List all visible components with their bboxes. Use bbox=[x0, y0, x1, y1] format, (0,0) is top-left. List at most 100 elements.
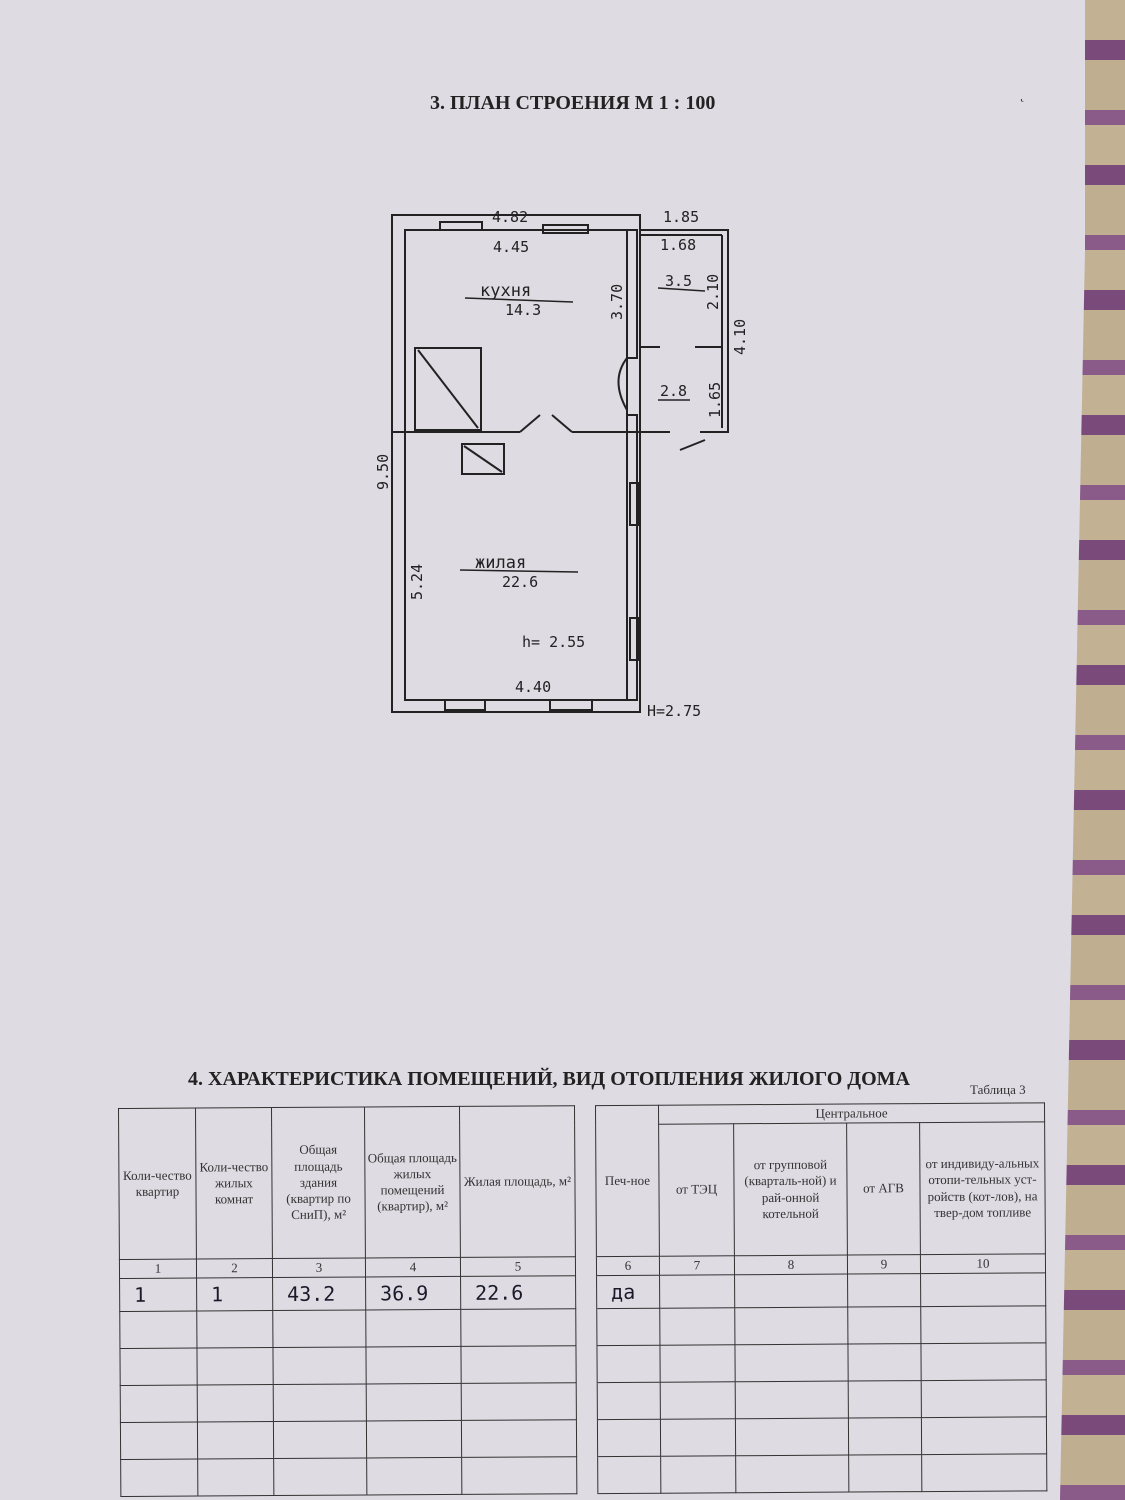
table-cell bbox=[735, 1418, 849, 1456]
table-label: Таблица 3 bbox=[970, 1082, 1026, 1097]
table-cell bbox=[365, 1346, 462, 1384]
outer-wall bbox=[391, 214, 641, 713]
table-cell bbox=[847, 1273, 921, 1308]
table-cell bbox=[734, 1344, 849, 1382]
empty-row bbox=[120, 1416, 1047, 1460]
document-page bbox=[0, 0, 1085, 1500]
table-cell: 7 bbox=[659, 1255, 735, 1276]
table-cell bbox=[366, 1457, 462, 1495]
empty-row bbox=[120, 1379, 1047, 1423]
table-cell bbox=[734, 1274, 848, 1308]
table-cell bbox=[272, 1346, 367, 1385]
spacer-column bbox=[575, 1275, 597, 1309]
table-cell bbox=[460, 1308, 576, 1347]
table-cell bbox=[460, 1345, 577, 1384]
header-cell: Общая площадь здания (квартир по СниП), … bbox=[271, 1106, 366, 1259]
dim-annex-lower: 1.65 bbox=[706, 382, 724, 418]
header-cell: от групповой (квар­таль-ной) и рай-онной… bbox=[733, 1123, 848, 1256]
table-cell bbox=[273, 1383, 367, 1422]
spacer-column bbox=[575, 1345, 598, 1383]
table-cell bbox=[120, 1459, 198, 1497]
table-cell: 3 bbox=[272, 1257, 366, 1278]
group-header: Центральное bbox=[658, 1102, 1045, 1125]
table-cell bbox=[735, 1455, 849, 1493]
room-kitchen-name: кухня bbox=[480, 281, 531, 301]
table-cell bbox=[461, 1419, 577, 1458]
table-cell: 22.6 bbox=[460, 1275, 576, 1310]
table-cell bbox=[920, 1305, 1046, 1344]
table-cell bbox=[120, 1385, 198, 1423]
spacer-column bbox=[576, 1456, 598, 1494]
table-cell: 2 bbox=[196, 1258, 273, 1279]
corner-mark: ˛ bbox=[1020, 88, 1025, 103]
table-cell bbox=[597, 1419, 661, 1457]
table-cell bbox=[597, 1456, 661, 1494]
header-cell: Общая площадь жилых помещений (квартир),… bbox=[364, 1106, 461, 1258]
table-cell: 4 bbox=[365, 1257, 461, 1277]
table-cell bbox=[197, 1384, 274, 1423]
table-cell bbox=[921, 1453, 1047, 1492]
table-cell bbox=[120, 1422, 198, 1460]
table-cell bbox=[273, 1457, 367, 1496]
ceiling-height: h= 2.55 bbox=[522, 633, 585, 651]
table-cell bbox=[119, 1311, 197, 1349]
table-cell bbox=[461, 1456, 577, 1495]
table-cell bbox=[273, 1420, 367, 1459]
table-cell bbox=[848, 1454, 922, 1493]
table-cell: 10 bbox=[920, 1253, 1046, 1274]
header-cell: Коли-чество квартир bbox=[118, 1108, 197, 1260]
section-4-title: 4. ХАРАКТЕРИСТИКА ПОМЕЩЕНИЙ, ВИД ОТОПЛЕН… bbox=[188, 1068, 910, 1090]
table-cell: 1 bbox=[119, 1278, 197, 1312]
table-cell bbox=[119, 1348, 198, 1386]
table-cell: 5 bbox=[460, 1256, 576, 1277]
header-cell: от АГВ bbox=[846, 1122, 921, 1256]
table-cell bbox=[197, 1458, 274, 1497]
building-height: H=2.75 bbox=[647, 702, 701, 720]
table-cell bbox=[366, 1383, 462, 1421]
header-cell: Коли-чество жилых комнат bbox=[195, 1107, 273, 1260]
dim-living-height: 5.24 bbox=[408, 564, 426, 600]
table-cell bbox=[596, 1345, 661, 1383]
table-cell: 6 bbox=[596, 1256, 660, 1276]
table-cell bbox=[597, 1382, 661, 1420]
table-cell bbox=[848, 1417, 922, 1456]
spacer-column bbox=[575, 1308, 597, 1346]
table-cell bbox=[196, 1310, 273, 1349]
spacer-column bbox=[576, 1382, 598, 1420]
dim-living-width: 4.40 bbox=[515, 678, 551, 696]
header-cell: от ТЭЦ bbox=[658, 1123, 735, 1257]
table-cell bbox=[847, 1343, 922, 1382]
room-annex2-area: 2.8 bbox=[660, 382, 687, 400]
dim-annex-outer: 1.85 bbox=[663, 208, 699, 226]
table-cell bbox=[196, 1347, 274, 1386]
dim-total-length: 9.50 bbox=[374, 454, 392, 490]
table-cell bbox=[596, 1308, 660, 1346]
table-cell bbox=[660, 1455, 736, 1494]
table-cell bbox=[660, 1381, 736, 1420]
table-cell bbox=[659, 1274, 735, 1309]
floor-plan: 4.82 4.45 1.85 1.68 кухня 14.3 3.5 2.8 ж… bbox=[374, 208, 749, 720]
table-cell bbox=[272, 1309, 366, 1348]
spacer-column bbox=[575, 1256, 597, 1276]
table-cell bbox=[659, 1307, 735, 1346]
table-cell bbox=[920, 1342, 1047, 1381]
table-cell bbox=[848, 1380, 922, 1419]
spacer-column bbox=[576, 1419, 598, 1457]
table-cell bbox=[734, 1307, 848, 1345]
table-cell bbox=[660, 1418, 736, 1457]
table-cell bbox=[659, 1344, 736, 1383]
table-cell: 43.2 bbox=[272, 1276, 366, 1311]
room-living-area: 22.6 bbox=[502, 573, 538, 591]
dim-top-outer: 4.82 bbox=[492, 208, 528, 226]
table-cell bbox=[461, 1382, 577, 1421]
empty-row bbox=[119, 1342, 1047, 1386]
header-cell: Жилая площадь, м² bbox=[459, 1105, 576, 1258]
table-cell bbox=[847, 1306, 921, 1345]
table-cell bbox=[920, 1272, 1046, 1307]
section-3-title: 3. ПЛАН СТРОЕНИЯ М 1 : 100 bbox=[430, 92, 716, 114]
room-living-name: жилая bbox=[475, 553, 526, 573]
dim-annex-inner: 1.68 bbox=[660, 236, 696, 254]
table-cell bbox=[365, 1309, 461, 1347]
premises-table: Коли-чество квартир Коли-чество жилых ко… bbox=[118, 1102, 1047, 1497]
table-cell: да bbox=[596, 1275, 660, 1309]
